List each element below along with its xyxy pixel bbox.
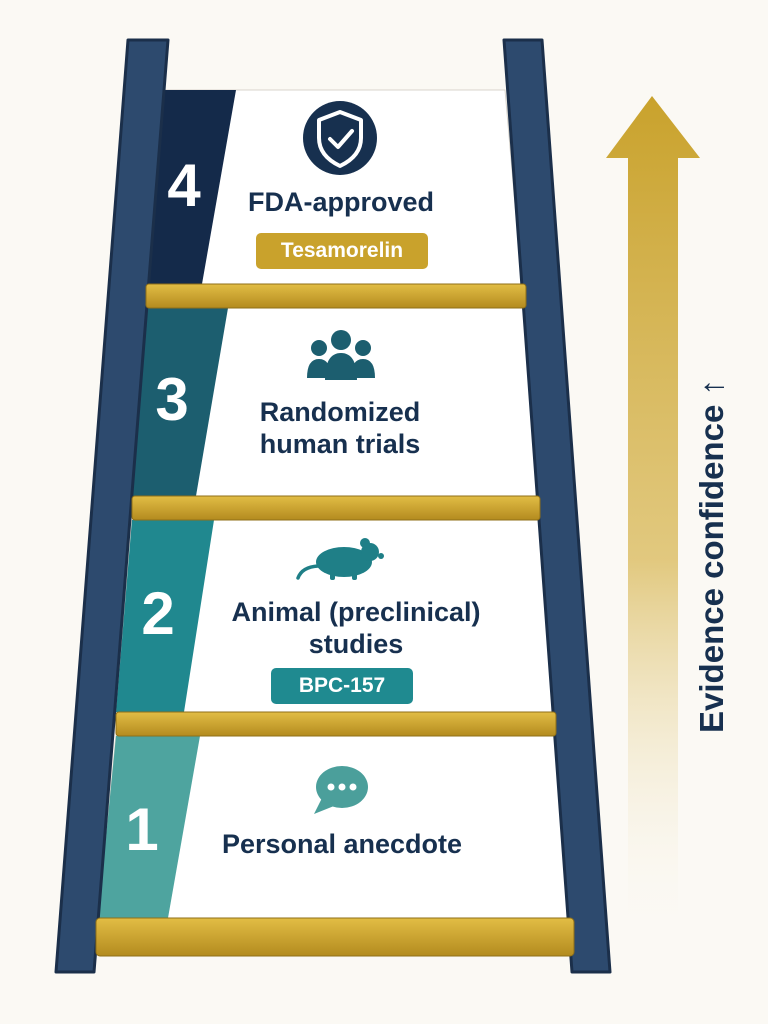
step-4-title-line1: FDA-approved: [247, 187, 434, 217]
step-2-band: [116, 520, 214, 712]
step-2-title: Animal (preclinical) studies: [196, 596, 516, 660]
evidence-arrow-icon: [606, 96, 700, 940]
step-2-number: 2: [141, 580, 175, 647]
step-1-band: [98, 736, 200, 918]
evidence-confidence-label: Evidence confidence ↑: [693, 379, 730, 733]
people-group-icon: [307, 330, 375, 380]
step-4-number: 4: [167, 152, 201, 219]
ladder-rung-4: [145, 283, 527, 309]
step-1-number: 1: [125, 796, 159, 863]
step-3-title-line2: human trials: [259, 429, 421, 459]
ladder-rung-3: [131, 495, 541, 521]
ladder-right-rail: [502, 38, 612, 974]
step-1-title: Personal anecdote: [190, 828, 494, 860]
ladder-rung-2: [115, 711, 557, 737]
ladder-rung-1: [95, 917, 575, 957]
step-3-title-line1: Randomized: [259, 397, 421, 427]
step-3-number: 3: [155, 366, 189, 433]
step-2-example-badge: BPC-157: [271, 668, 413, 704]
shield-check-icon: [303, 101, 377, 175]
step-4-example-badge: Tesamorelin: [256, 233, 428, 269]
speech-bubble-icon: [314, 766, 368, 814]
step-2-title-line2: studies: [308, 629, 404, 659]
step-3-band: [132, 308, 228, 496]
step-4-title: FDA-approved: [200, 186, 482, 218]
step-2-title-line1: Animal (preclinical): [231, 597, 481, 627]
step-3-title: Randomized human trials: [200, 396, 480, 460]
ladder-left-rail: [54, 38, 170, 974]
mouse-icon: [296, 538, 384, 580]
step-4-band: [146, 90, 236, 284]
step-1-title-line1: Personal anecdote: [221, 829, 463, 859]
